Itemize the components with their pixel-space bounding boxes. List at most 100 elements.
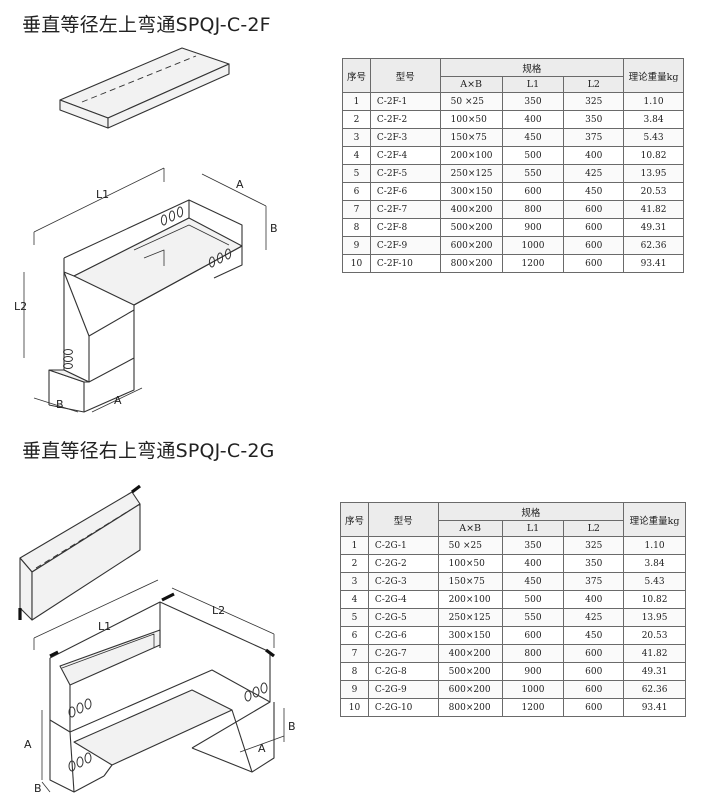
cover-plate: [59, 47, 230, 129]
cell-l1: 550: [501, 608, 565, 627]
cell-weight: 41.82: [623, 200, 684, 219]
cell-ab: 100×50: [439, 110, 503, 129]
cell-model: C-2F-5: [369, 164, 441, 183]
cell-weight: 10.82: [623, 146, 684, 165]
header-weight: 理论重量kg: [623, 502, 686, 537]
cell-l2: 350: [563, 554, 625, 573]
cell-ab: 800×200: [437, 698, 503, 717]
cell-l1: 1000: [501, 680, 565, 699]
cell-model: C-2G-9: [367, 680, 439, 699]
header-ab: A×B: [437, 520, 503, 537]
header-model: 型号: [367, 502, 439, 537]
cell-no: 10: [340, 698, 369, 717]
dim-label-a: A: [236, 178, 244, 191]
cell-no: 1: [342, 92, 371, 111]
cell-l2: 450: [563, 182, 625, 201]
cell-weight: 41.82: [623, 644, 686, 663]
section-2-drawing: L1 L2 A B A B: [12, 480, 312, 798]
cell-model: C-2F-6: [369, 182, 441, 201]
cell-l1: 1200: [501, 698, 565, 717]
cell-weight: 62.36: [623, 680, 686, 699]
cell-weight: 13.95: [623, 608, 686, 627]
cell-model: C-2F-9: [369, 236, 441, 255]
cell-weight: 93.41: [623, 698, 686, 717]
cell-l1: 350: [501, 536, 565, 555]
left-up-bend-drawing: L1 A B L2 B A: [14, 47, 278, 413]
cell-ab: 400×200: [439, 200, 503, 219]
header-l1: L1: [501, 76, 565, 93]
cell-l1: 900: [501, 218, 565, 237]
cell-ab: 150×75: [437, 572, 503, 591]
cell-no: 9: [342, 236, 371, 255]
cell-l1: 350: [501, 92, 565, 111]
cell-l2: 375: [563, 572, 625, 591]
header-l2: L2: [563, 520, 625, 537]
header-ab: A×B: [439, 76, 503, 93]
dim-label-b-bottom: B: [34, 782, 42, 795]
cell-l2: 600: [563, 218, 625, 237]
cell-no: 6: [340, 626, 369, 645]
right-up-bend-drawing: L1 L2 A B A B: [18, 484, 296, 795]
cell-model: C-2F-7: [369, 200, 441, 219]
cell-weight: 1.10: [623, 536, 686, 555]
cell-l1: 500: [501, 146, 565, 165]
cell-ab: 150×75: [439, 128, 503, 147]
cell-no: 4: [340, 590, 369, 609]
cell-l1: 550: [501, 164, 565, 183]
cell-weight: 1.10: [623, 92, 684, 111]
cell-l2: 600: [563, 680, 625, 699]
cell-ab: 500×200: [439, 218, 503, 237]
cell-no: 6: [342, 182, 371, 201]
cell-weight: 3.84: [623, 554, 686, 573]
dim-label-l2: L2: [14, 300, 27, 313]
dim-label-l2: L2: [212, 604, 225, 617]
cell-l2: 400: [563, 590, 625, 609]
cell-ab: 100×50: [437, 554, 503, 573]
cell-l2: 375: [563, 128, 625, 147]
cell-model: C-2G-5: [367, 608, 439, 627]
cell-weight: 49.31: [623, 218, 684, 237]
dim-label-l1: L1: [98, 620, 111, 633]
cell-l1: 900: [501, 662, 565, 681]
cell-no: 7: [340, 644, 369, 663]
cell-no: 8: [340, 662, 369, 681]
cell-ab: 50 ×25: [437, 536, 503, 555]
cell-l2: 325: [563, 92, 625, 111]
header-l2: L2: [563, 76, 625, 93]
cell-weight: 20.53: [623, 182, 684, 201]
cell-no: 5: [342, 164, 371, 183]
cell-weight: 20.53: [623, 626, 686, 645]
cell-no: 1: [340, 536, 369, 555]
cell-model: C-2G-6: [367, 626, 439, 645]
cell-l1: 1200: [501, 254, 565, 273]
cell-model: C-2G-1: [367, 536, 439, 555]
header-l1: L1: [501, 520, 565, 537]
cell-ab: 600×200: [439, 236, 503, 255]
cell-model: C-2G-10: [367, 698, 439, 717]
cell-no: 3: [340, 572, 369, 591]
cell-l1: 1000: [501, 236, 565, 255]
header-spec: 规格: [439, 58, 625, 77]
cell-l2: 600: [563, 236, 625, 255]
dim-label-l1: L1: [96, 188, 109, 201]
section-1-title: 垂直等径左上弯通SPQJ-C-2F: [22, 14, 271, 36]
tray-body: [48, 199, 243, 413]
cell-l1: 450: [501, 128, 565, 147]
dim-label-a: A: [24, 738, 32, 751]
cell-ab: 250×125: [439, 164, 503, 183]
